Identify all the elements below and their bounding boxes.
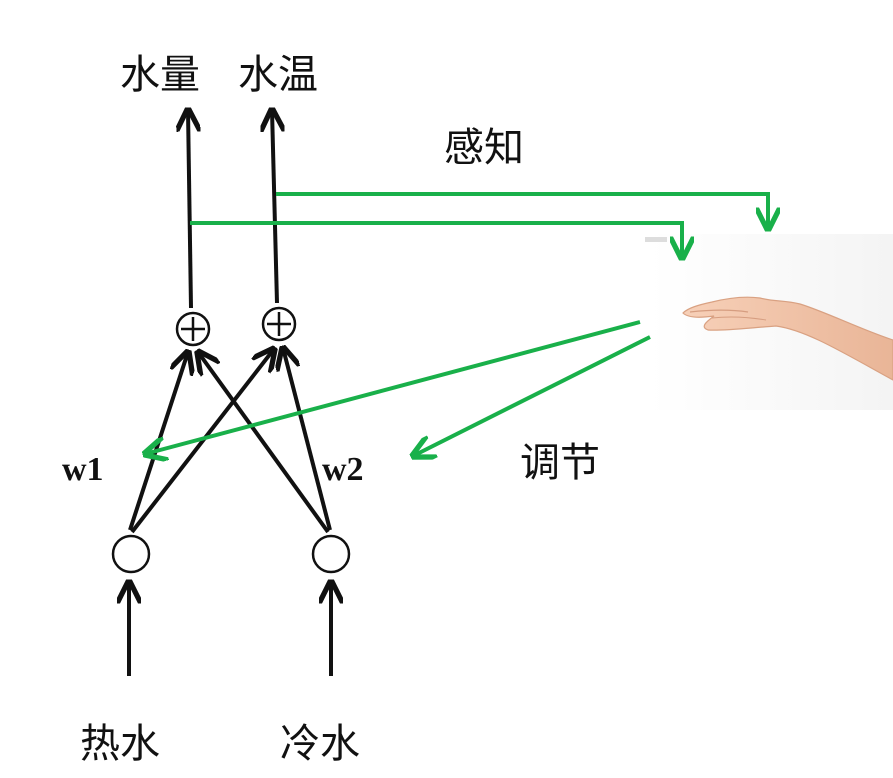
input-node-cold <box>311 534 351 574</box>
output-arrow-volume <box>188 110 191 309</box>
label-cold-water: 冷水 <box>280 721 360 767</box>
label-hot-water: 热水 <box>80 721 160 767</box>
feedback-volume-perceive <box>190 221 682 258</box>
label-w1: w1 <box>62 451 104 488</box>
sum-node-left <box>175 311 211 347</box>
output-arrow-temp <box>272 110 277 304</box>
sum-node-right <box>261 306 297 342</box>
edge-cold-to-right <box>283 348 332 531</box>
feedback-temp-perceive <box>276 192 768 229</box>
label-perceive: 感知 <box>444 125 524 171</box>
label-water-volume: 水量 <box>120 52 200 98</box>
hand-icon <box>645 234 893 410</box>
adjust-arrow-w2 <box>413 335 651 456</box>
label-water-temp: 水温 <box>238 52 318 98</box>
input-node-hot <box>111 534 151 574</box>
label-adjust: 调节 <box>520 440 600 486</box>
edge-hot-to-left <box>128 352 188 531</box>
adjust-arrow-w1 <box>145 320 641 454</box>
edge-cold-to-left <box>198 352 330 534</box>
label-w2: w2 <box>322 451 364 488</box>
